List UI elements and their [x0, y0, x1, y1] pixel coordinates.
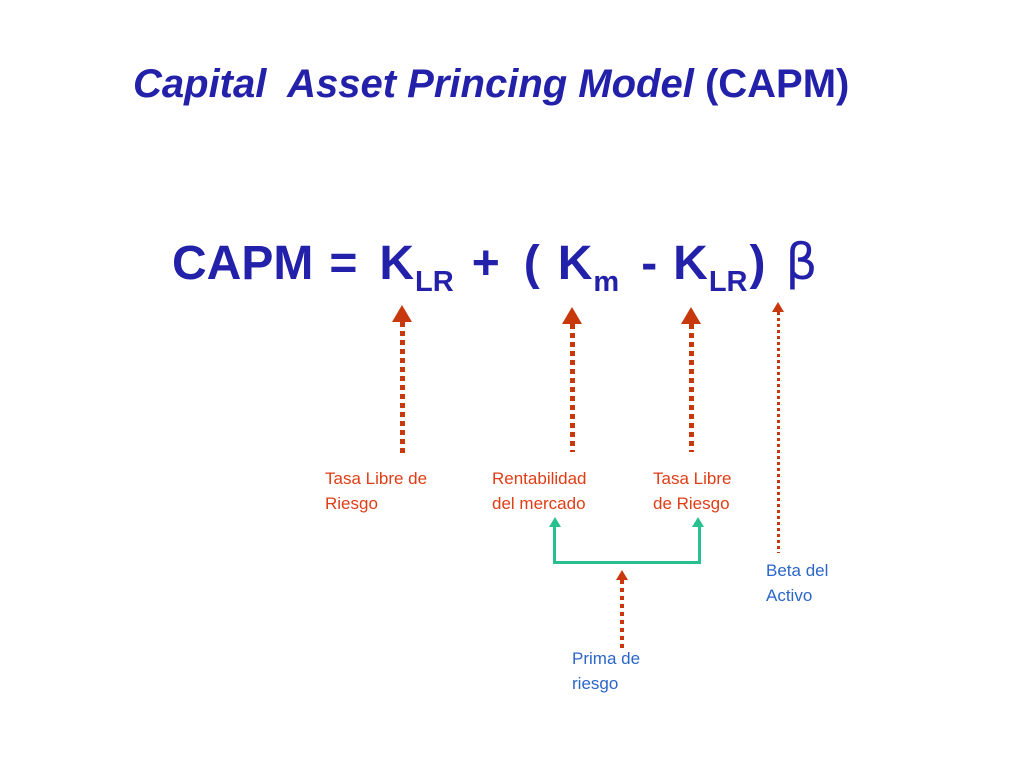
arrowhead-icon [681, 307, 701, 324]
formula-beta-symbol: β [785, 233, 818, 291]
formula-k2-subscript: LR [708, 266, 748, 298]
dotted-line [399, 322, 405, 455]
dotted-line [620, 580, 624, 648]
title-acronym-text: (CAPM) [693, 62, 850, 106]
formula-equals: = [329, 237, 358, 290]
dotted-arrow-up-icon [616, 570, 628, 648]
label-market-return: Rentabilidad del mercado [492, 469, 587, 513]
dotted-line [776, 312, 780, 553]
label-risk-free-rate-1: Tasa Libre de Riesgo [325, 469, 428, 513]
formula-close-paren: ) [749, 237, 766, 290]
arrowhead-icon [772, 302, 784, 312]
formula-k-risk-free-1: KLR [379, 236, 453, 298]
formula-k1: K [379, 237, 415, 290]
formula-k-risk-free-2: KLR [673, 236, 747, 298]
dotted-line [688, 324, 694, 452]
formula-km: K [557, 237, 593, 290]
slide-title: Capital Asset Princing Model (CAPM) [133, 62, 849, 107]
formula-plus: + [471, 237, 500, 290]
arrowhead-icon [616, 570, 628, 580]
dotted-arrow-up-icon [562, 307, 582, 452]
dotted-line [569, 324, 575, 452]
label-beta-of-asset: Beta del Activo [766, 561, 829, 605]
formula-open-paren: ( [523, 237, 540, 290]
dotted-arrow-up-icon [392, 305, 412, 455]
arrowhead-icon [562, 307, 582, 324]
grouping-bracket [553, 526, 701, 564]
arrowhead-icon [392, 305, 412, 322]
formula-minus: - [641, 237, 658, 290]
formula-km-subscript: m [593, 266, 620, 298]
bracket-arrowhead-icon [549, 517, 561, 527]
dotted-arrow-up-icon [772, 302, 784, 553]
formula-k2: K [673, 237, 708, 290]
formula-capm: CAPM [172, 237, 314, 290]
formula-k1-subscript: LR [415, 266, 454, 298]
capm-formula: CAPM=KLR+(Km-KLR)β [172, 233, 818, 298]
dotted-arrow-up-icon [681, 307, 701, 452]
formula-k-market: Km [557, 236, 619, 298]
bracket-arrowhead-icon [692, 517, 704, 527]
label-risk-free-rate-2: Tasa Libre de Riesgo [653, 469, 732, 513]
title-main-text: Capital Asset Princing Model [133, 62, 694, 106]
label-risk-premium: Prima de riesgo [572, 649, 641, 693]
